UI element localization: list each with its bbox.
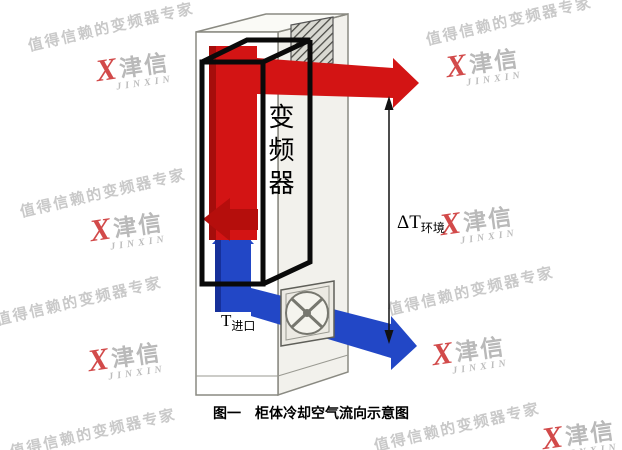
fan-frame-inner: [285, 285, 330, 341]
inverter-label: 变频器: [265, 103, 294, 202]
t-inlet-label: T进口: [221, 311, 255, 334]
cold-air-arrowhead: [391, 316, 417, 370]
cold-air-riser-shade: [215, 240, 221, 312]
delta-t-arrow: [384, 96, 394, 344]
delta-t-arrowhead-up: [384, 96, 394, 110]
delta-t-label: ΔT环境: [397, 212, 445, 236]
inlet-fan: [280, 280, 335, 347]
t-inlet-main: T: [221, 311, 232, 330]
t-inlet-sub: 进口: [231, 319, 256, 333]
delta-t-sub: 环境: [420, 221, 445, 235]
hot-air-duct: [257, 58, 393, 98]
hot-air-arrowhead: [393, 58, 419, 108]
inverter-outline: [199, 37, 313, 287]
hot-air-flow: [203, 46, 419, 241]
cabinet-base-line-side: [277, 354, 349, 377]
inverter-top-edge: [200, 37, 312, 65]
hot-air-riser: [209, 46, 257, 240]
cold-air-riser: [215, 240, 251, 312]
inverter-side-edge: [261, 40, 313, 287]
delta-t-arrowhead-down: [384, 330, 394, 344]
hot-air-riser-shade: [209, 46, 216, 240]
figure-caption: 图一 柜体冷却空气流向示意图: [213, 407, 409, 422]
hot-air-left-arrow: [203, 198, 258, 241]
delta-t-main: ΔT: [397, 212, 421, 233]
fan-hub: [303, 309, 311, 317]
